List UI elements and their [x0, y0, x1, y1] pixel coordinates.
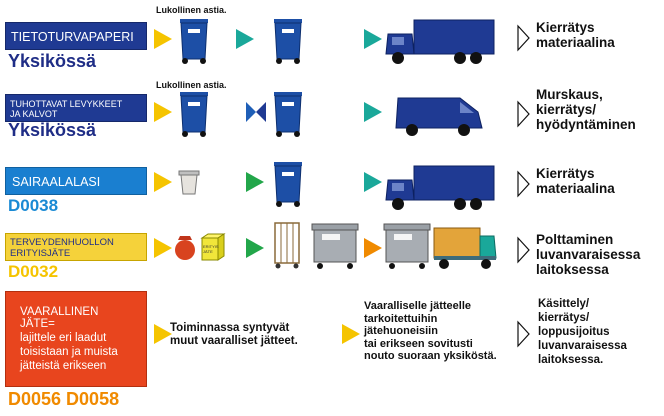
row1-teal-arrow-2 [364, 29, 382, 49]
row4-red-bag-icon [175, 236, 195, 260]
row3-label-box: SAIRAALALASI [5, 167, 147, 195]
row2-bin-icon [180, 92, 208, 137]
row2-result-chevron [517, 100, 530, 128]
row5-label-box: VAARALLINEN JÄTE= lajittele eri laadut t… [5, 291, 147, 387]
row4-result: Polttaminen luvanvaraisessa laitoksessa [536, 232, 641, 277]
row1-bin-icon [180, 19, 208, 64]
row4-result-chevron [517, 236, 530, 264]
row5-result-chevron [517, 320, 530, 348]
row4-yellow-arrow [154, 238, 172, 258]
row1-teal-arrow [236, 29, 254, 49]
row3-truck-icon [385, 165, 495, 210]
row2-bin2-icon [274, 92, 302, 137]
row4-label-box: TERVEYDENHUOLLON ERITYISJÄTE [5, 233, 147, 261]
row5-instructions: Vaaralliselle jätteelle tarkoitettuihin … [364, 300, 497, 362]
row5-result: Käsittely/ kierrätys/ loppusijoitus luva… [538, 298, 627, 366]
row2-result: Murskaus, kierrätys/ hyödyntäminen [536, 87, 636, 132]
row4-code: D0032 [8, 262, 59, 281]
row1-yellow-arrow [154, 29, 172, 49]
row3-code: D0038 [8, 196, 59, 215]
row5-middle-text: Toiminnassa syntyvät muut vaaralliset jä… [170, 322, 298, 347]
row2-code: Yksikössä [8, 120, 97, 140]
row3-result-chevron [517, 170, 530, 198]
row2-blue-arrows [246, 102, 266, 122]
row2-note: Lukollinen astia. [156, 80, 227, 90]
row4-green-arrow [246, 238, 264, 258]
row5-code: D0056 D0058 [8, 389, 120, 409]
row1-result: Kierrätys materiaalina [536, 20, 615, 50]
row3-bin-icon [274, 162, 302, 207]
row4-cage-trolley-icon [274, 222, 300, 269]
row1-label: TIETOTURVAPAPERI [11, 30, 134, 44]
row2-label-box: TUHOTTAVAT LEVYKKEET JA KALVOT [5, 94, 147, 122]
row4-yellow-box-icon [200, 233, 226, 261]
row1-result-chevron [517, 24, 530, 52]
row3-green-arrow [246, 172, 264, 192]
row1-code: Yksikössä [8, 51, 97, 71]
row3-result: Kierrätys materiaalina [536, 166, 615, 196]
row4-box-label: ERITYIS JÄTE [203, 244, 219, 254]
row2-yellow-arrow [154, 102, 172, 122]
row5-yellow-arrow-2 [342, 324, 360, 344]
row1-bin2-icon [274, 19, 302, 64]
row5-yellow-arrow [154, 324, 172, 344]
row2-teal-arrow [364, 102, 382, 122]
row4-container-icon [311, 223, 359, 269]
row3-glass-bin-icon [178, 170, 200, 195]
row1-label-box: TIETOTURVAPAPERI [5, 22, 147, 50]
row1-truck-icon [385, 19, 495, 64]
row4-container-truck-icon [383, 223, 497, 269]
row1-note: Lukollinen astia. [156, 5, 227, 15]
row4-orange-arrow [364, 238, 382, 258]
row3-teal-arrow [364, 172, 382, 192]
row3-yellow-arrow [154, 172, 172, 192]
row2-van-icon [395, 97, 483, 136]
